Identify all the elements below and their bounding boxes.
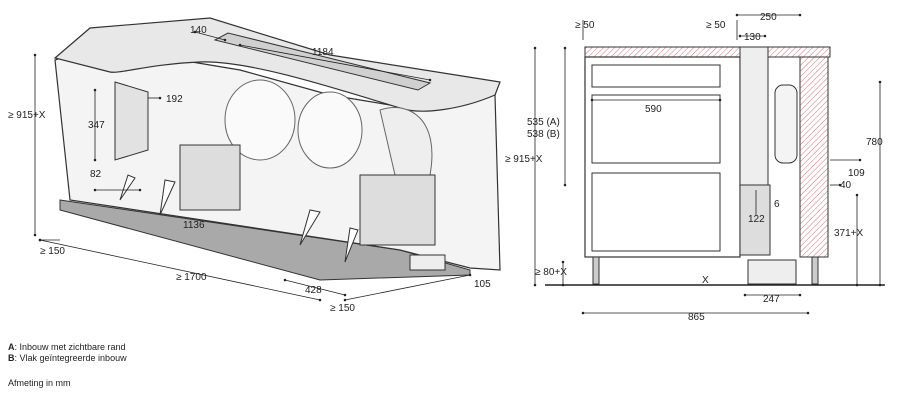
fan-cylinder	[774, 84, 798, 164]
dim-50-left: ≥ 50	[575, 20, 595, 31]
legend-a-text: : Inbouw met zichtbare rand	[14, 342, 126, 352]
dim-150-right: ≥ 150	[330, 303, 355, 314]
dim-130: 130	[744, 32, 761, 43]
blower-unit-left	[179, 144, 241, 211]
legend-b-key: B	[8, 353, 15, 363]
dim-347: 347	[88, 120, 105, 131]
fan-housing-right	[297, 91, 363, 169]
legend-a-key: A	[8, 342, 15, 352]
dim-140: 140	[190, 25, 207, 36]
drawer-bottom	[591, 172, 721, 252]
dim-538-b: 538 (B)	[527, 129, 560, 140]
dim-915-x: ≥ 915+X	[8, 110, 46, 121]
dim-192: 192	[166, 94, 183, 105]
airflow-arrow	[344, 227, 359, 263]
dim-535-a: 535 (A)	[527, 117, 560, 128]
legend-a: A: Inbouw met zichtbare rand	[8, 342, 126, 353]
perspective-view: 140 1184 192 347 82 ≥ 915+X 1136 ≥ 150 ≥…	[8, 17, 501, 314]
dim-590: 590	[645, 104, 662, 115]
unit-note: Afmeting in mm	[8, 378, 71, 388]
plinth-vent	[409, 254, 446, 271]
dim-865: 865	[688, 312, 705, 323]
dim-428: 428	[305, 285, 322, 296]
dim-1700: ≥ 1700	[176, 272, 207, 283]
dim-40: 40	[840, 180, 852, 191]
dim-50-right: ≥ 50	[706, 20, 726, 31]
airflow-arrow	[159, 179, 176, 216]
airflow-arrow	[299, 209, 321, 246]
dim-105: 105	[474, 279, 491, 290]
blower-unit-right	[359, 174, 436, 246]
dim-150-left: ≥ 150	[40, 246, 65, 257]
leg	[811, 256, 819, 285]
section-view: ≥ 50 ≥ 50 250 130 535 (A) 538 (B) 590 ≥ …	[505, 12, 885, 323]
dim-915-x-section: ≥ 915+X	[505, 154, 543, 165]
dim-1184: 1184	[312, 47, 334, 58]
plinth-vent-section	[747, 259, 797, 285]
drawer-top	[591, 64, 721, 88]
dim-x: X	[702, 275, 709, 286]
installation-diagram: 140 1184 192 347 82 ≥ 915+X 1136 ≥ 150 ≥…	[8, 12, 885, 323]
dim-6: 6	[774, 199, 780, 210]
legend-b-text: : Vlak geïntegreerde inbouw	[14, 353, 127, 363]
dim-250: 250	[760, 12, 777, 23]
leg	[592, 256, 600, 285]
drawer-middle	[591, 94, 721, 164]
rear-wall	[799, 56, 829, 258]
dim-82: 82	[90, 169, 102, 180]
dim-122: 122	[748, 214, 765, 225]
dim-371-x: 371+X	[834, 228, 864, 239]
dim-780: 780	[866, 137, 883, 148]
dim-1136: 1136	[183, 220, 205, 231]
motor-box	[739, 184, 771, 256]
dim-109: 109	[848, 168, 865, 179]
dim-80-x: ≥ 80+X	[535, 267, 567, 278]
legend-b: B: Vlak geïntegreerde inbouw	[8, 353, 127, 364]
dim-247: 247	[763, 294, 780, 305]
countertop-section	[584, 46, 831, 58]
side-panel	[114, 81, 149, 161]
duct-column	[739, 46, 769, 188]
